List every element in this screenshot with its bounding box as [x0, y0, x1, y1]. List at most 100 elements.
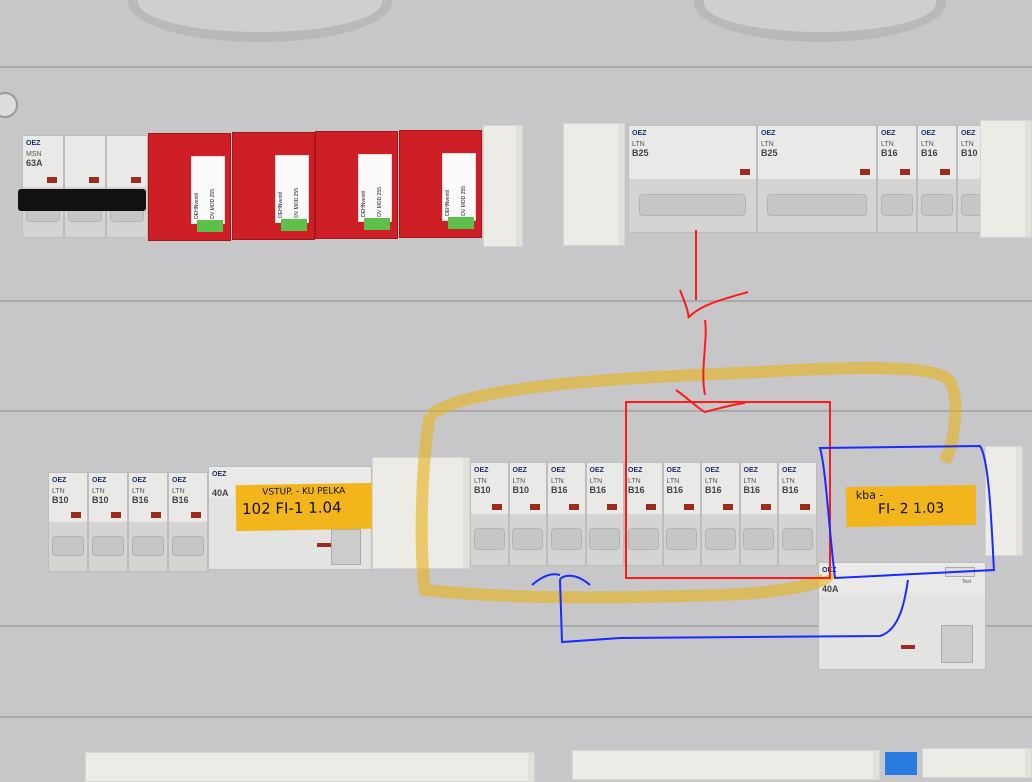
type-label: LTN	[881, 141, 894, 148]
type-label: LTN	[761, 141, 774, 148]
model-label: DV MOD 255	[293, 188, 300, 218]
rating-label: B10	[52, 495, 69, 505]
rating-label: B16	[132, 495, 149, 505]
rail	[0, 625, 1032, 627]
rail	[0, 716, 1032, 718]
type-label: LTN	[92, 488, 105, 495]
breaker-toggle[interactable]	[758, 179, 876, 232]
rating-label: B10	[512, 485, 530, 495]
brand-label: OEZ	[474, 467, 489, 474]
breaker-toggle[interactable]	[129, 522, 167, 571]
tape-line-2: FI- 2 1.03	[877, 500, 945, 518]
breaker-toggle[interactable]	[49, 522, 87, 571]
surge-arrester[interactable]: DEHNventil DV MOD 255	[148, 133, 231, 241]
type-label: LTN	[921, 141, 934, 148]
brand-label: OEZ	[961, 130, 976, 137]
main-switch-pole	[64, 135, 106, 238]
brand-label: OEZ	[743, 467, 758, 474]
type-label: LTN	[705, 478, 718, 485]
type-label: LTN	[589, 478, 603, 485]
cover-handle[interactable]	[128, 0, 392, 42]
breaker-toggle[interactable]	[740, 514, 777, 565]
rcd-lever[interactable]	[941, 625, 973, 663]
breaker-toggle[interactable]	[169, 522, 207, 571]
surge-arrester[interactable]: DEHNventil DV MOD 255	[315, 131, 398, 239]
model-label: DV MOD 255	[377, 187, 383, 217]
blank-cover	[922, 748, 1032, 778]
breaker-toggle[interactable]	[629, 179, 756, 232]
brand-label: OEZ	[881, 130, 896, 137]
breaker-toggle[interactable]	[89, 522, 127, 571]
tape-line-2: 102 FI-1 1.04	[241, 498, 342, 519]
brand-label: OEZ	[512, 467, 527, 474]
blue-connector	[885, 752, 917, 775]
breaker-toggle[interactable]	[918, 179, 956, 232]
breaker-toggle[interactable]	[548, 514, 585, 565]
brand-label: OEZ	[628, 467, 643, 474]
brand-label: OEZ	[666, 467, 681, 474]
rating-label: B16	[666, 485, 684, 495]
breaker-toggle[interactable]	[509, 514, 546, 565]
brand-label: OEZ	[705, 467, 720, 474]
breaker-toggle[interactable]	[471, 514, 508, 565]
model-label: DV MOD 255	[210, 189, 216, 219]
rating-label: B16	[881, 148, 898, 158]
breaker-toggle[interactable]	[625, 514, 662, 565]
breaker-toggle[interactable]	[878, 179, 916, 232]
model-label: DV MOD 255	[460, 186, 467, 216]
breaker-toggle[interactable]	[779, 514, 816, 565]
main-switch-handle[interactable]	[18, 189, 146, 211]
rating-label: B25	[761, 148, 778, 158]
test-button[interactable]	[945, 567, 975, 577]
rail	[0, 66, 1032, 68]
main-switch[interactable]: OEZ MSN 63A	[18, 135, 148, 238]
type-label: LTN	[172, 488, 185, 495]
breaker-toggle[interactable]	[702, 514, 739, 565]
type-label: MSN	[26, 151, 42, 158]
status-indicator	[280, 219, 307, 231]
type-label: LTN	[551, 478, 564, 485]
cover-handle[interactable]	[694, 0, 946, 42]
rating-label: 40A	[212, 488, 229, 498]
type-label: LTN	[52, 488, 65, 495]
brand-label: OEZ	[632, 130, 647, 137]
screw-icon	[0, 92, 18, 118]
blank-cover	[85, 752, 535, 782]
breaker-toggle[interactable]	[663, 514, 700, 565]
type-label: LTN	[132, 488, 145, 495]
rcd-lever[interactable]	[331, 529, 361, 565]
blank-cover	[372, 457, 470, 569]
blank-cover	[985, 446, 1023, 556]
brand-label: OEZ	[26, 140, 41, 147]
status-indicator	[197, 220, 223, 232]
blank-cover	[572, 750, 880, 780]
blank-cover	[563, 123, 625, 246]
blank-cover	[980, 120, 1032, 238]
type-label: LTN	[961, 141, 974, 148]
type-label: LTN	[632, 141, 645, 148]
brand-label: DEHNventil	[194, 193, 200, 219]
breaker-toggle[interactable]	[586, 514, 623, 565]
rcd-fi-2[interactable]: OEZ 40A Test	[818, 562, 986, 670]
brand-label: DEHNventil	[361, 191, 367, 217]
